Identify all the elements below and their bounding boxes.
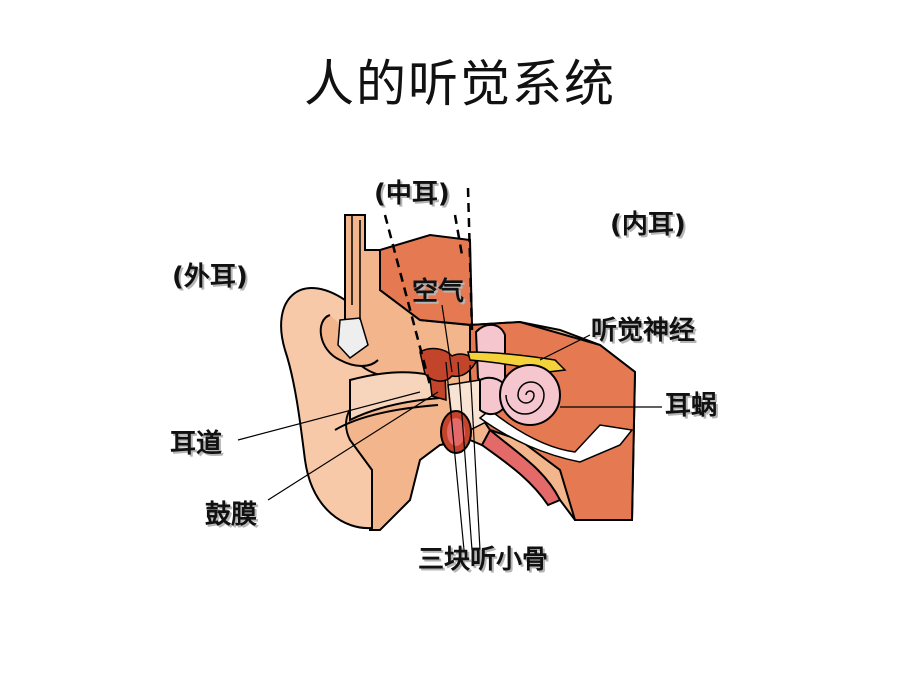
- leader-ossicles-3: [469, 364, 481, 551]
- leader-ossicles-2: [457, 361, 473, 551]
- leader-ossicles-1: [445, 361, 465, 551]
- label-inner-ear-shadow: (内耳): [612, 212, 688, 242]
- label-outer-ear: (外耳): [172, 262, 248, 292]
- label-middle-ear-shadow: (中耳): [376, 181, 452, 211]
- ear-canal-lower-wall: [334, 404, 439, 431]
- middle-ear-boundary-mid: [453, 214, 464, 256]
- cochlea-spiral: [505, 381, 545, 415]
- eustachian-tube-lining: [478, 409, 634, 463]
- label-air-shadow: 空气: [414, 278, 466, 309]
- leader-air: [441, 304, 453, 373]
- label-ossicles: 三块听小骨: [418, 545, 548, 575]
- middle-ear-ossicles: [419, 347, 477, 382]
- leader-ear-canal: [237, 391, 421, 441]
- label-outer-ear-shadow: (外耳): [174, 264, 250, 294]
- middle-ear-boundary-right: [466, 187, 474, 331]
- label-auditory-nerve-shadow: 听觉神经: [593, 317, 697, 348]
- label-cochlea-shadow: 耳蜗: [667, 393, 719, 423]
- label-ear-canal: 耳道: [170, 428, 222, 459]
- label-inner-ear: (内耳): [610, 210, 686, 240]
- page-title: 人的听觉系统: [304, 55, 616, 113]
- cochlea: [499, 364, 561, 426]
- label-ossicles-shadow: 三块听小骨: [420, 547, 550, 577]
- label-auditory-nerve: 听觉神经: [591, 315, 695, 346]
- label-middle-ear: (中耳): [374, 179, 450, 209]
- auricle-cartilage: [337, 317, 369, 359]
- label-ear-canal-shadow: 耳道: [172, 430, 224, 461]
- label-cochlea: 耳蜗: [665, 391, 717, 421]
- label-eardrum: 鼓膜: [205, 500, 257, 530]
- leader-eardrum: [267, 391, 439, 501]
- label-eardrum-shadow: 鼓膜: [207, 502, 259, 532]
- skin-layer-lines: [344, 215, 361, 320]
- eustachian-tube: [480, 428, 562, 507]
- label-air: 空气: [412, 276, 464, 307]
- leader-auditory-nerve: [539, 334, 591, 361]
